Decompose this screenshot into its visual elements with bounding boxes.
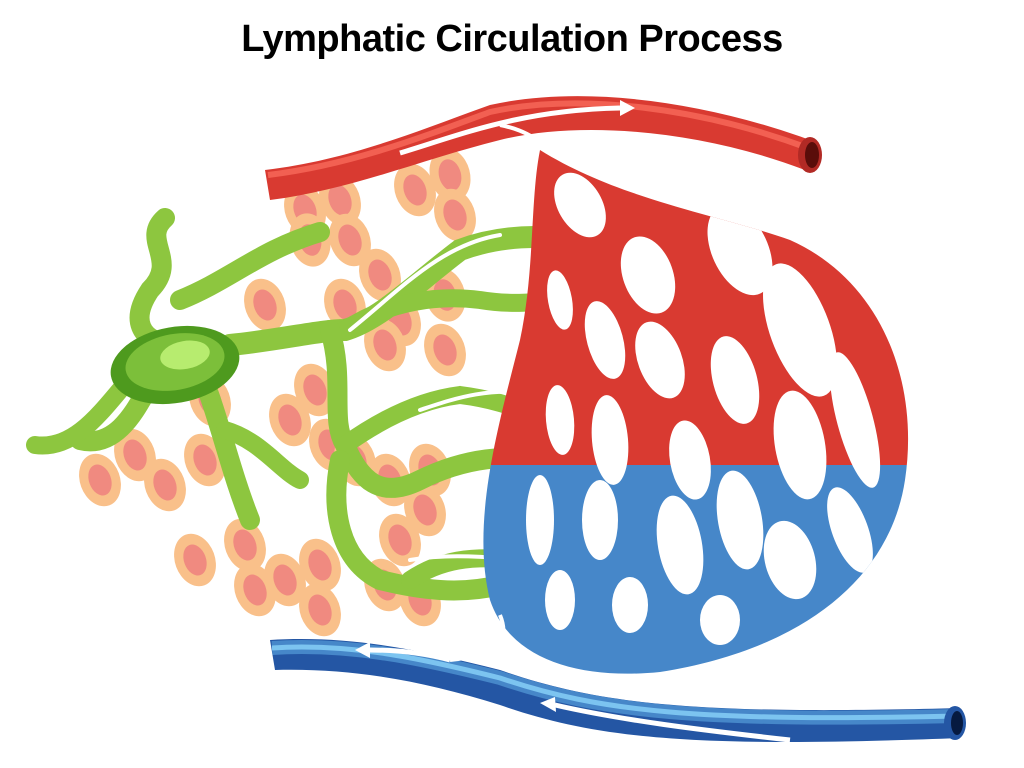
tissue-cell (394, 163, 436, 217)
capillary-gap (584, 301, 626, 379)
tissue-cell (429, 148, 471, 202)
capillary-gap (582, 480, 618, 560)
lymph-drain-arrow (449, 614, 506, 662)
tissue-cell (294, 363, 336, 417)
tissue-cell (114, 428, 156, 482)
capillary-gap (526, 475, 554, 565)
artery-flow-arrow (499, 123, 547, 152)
diagram-title: Lymphatic Circulation Process (241, 18, 783, 60)
tissue-cell (379, 513, 421, 567)
tissue-cell (359, 248, 401, 302)
capillary-gap (773, 390, 827, 500)
vein (270, 614, 966, 743)
tissue-cell (264, 553, 306, 607)
capillary-gap (554, 172, 606, 238)
tissue-cell (404, 483, 446, 537)
tissue-cell (269, 393, 311, 447)
capillary-gap (612, 577, 648, 633)
capillary-gap (763, 520, 817, 600)
capillary-gap (545, 385, 575, 455)
capillary-gap (669, 420, 711, 500)
tissue-cell (79, 453, 121, 507)
arrowhead (355, 642, 370, 658)
lymph-vessel (326, 450, 510, 601)
capillary-gap (716, 470, 764, 570)
capillary-gap (700, 595, 740, 645)
artery (265, 96, 822, 200)
vein-flow-arrow (369, 647, 451, 663)
lymph-vessel (26, 381, 129, 455)
capillary-gap (710, 336, 760, 424)
lymph-vessel (216, 421, 309, 489)
capillary-gap (763, 263, 837, 397)
capillary-bed (483, 150, 909, 674)
tissue-cell (329, 213, 371, 267)
tissue-cell (174, 533, 216, 587)
flow-arrow (348, 233, 502, 332)
capillary-gap (635, 321, 685, 399)
capillary-gap (656, 495, 704, 595)
tissue-cell (244, 278, 286, 332)
capillary-gap (620, 236, 676, 314)
tissue-cell (144, 458, 186, 512)
lymph-node (110, 325, 240, 405)
lymph-vessel (320, 320, 570, 498)
lymph-vessel (170, 222, 330, 310)
capillary-gap (545, 570, 575, 630)
capillary-gap (829, 352, 881, 488)
tissue-cell (299, 538, 341, 592)
capillary-gap (827, 487, 873, 573)
tissue-cell (424, 323, 466, 377)
arrowhead (620, 100, 635, 116)
vein-flow-arrow (554, 702, 791, 743)
capillary-gap (591, 395, 629, 485)
tissue-cell (434, 188, 476, 242)
tissue-cell (364, 318, 406, 372)
artery-flow-arrow (399, 105, 621, 156)
capillary-gap (547, 270, 573, 330)
arrowhead (540, 697, 556, 712)
tissue-cell (224, 518, 266, 572)
tissue-cell (299, 583, 341, 637)
lymph-vessel (129, 208, 180, 355)
